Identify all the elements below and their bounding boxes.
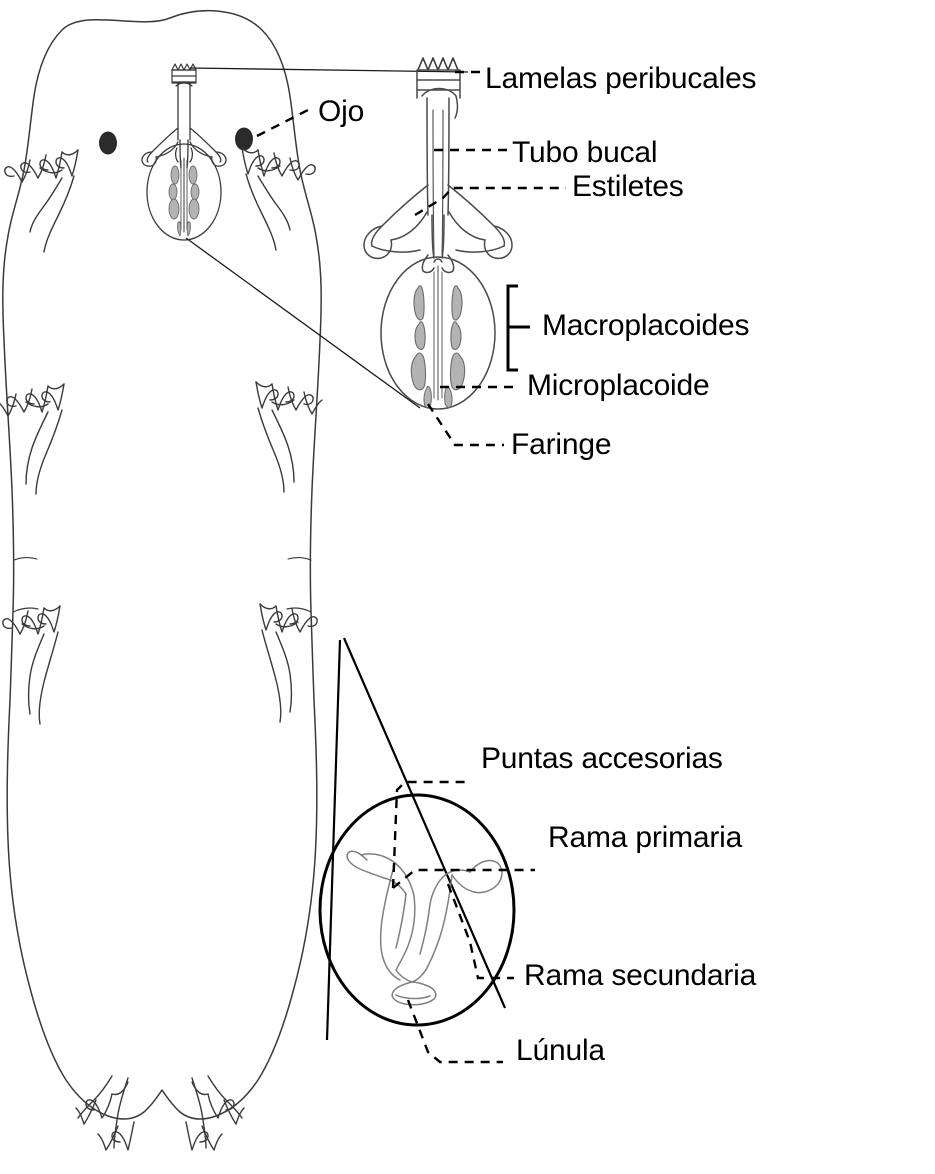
leg-3-left [2,605,61,725]
macroplacoides [410,285,466,391]
leader-faringe [426,403,504,447]
legs-group [0,147,323,1151]
claw-magnifier-circle [318,793,516,1027]
leader-ojo [256,108,309,138]
buccal-magnifier-connectors [185,67,469,409]
leader-rama-secundaria [446,883,514,980]
label-tubo-bucal: Tubo bucal [512,136,658,169]
label-estiletes: Estiletes [572,170,684,203]
leader-lunula [406,999,503,1064]
leader-rama-primaria [392,868,535,889]
eye-right-spot [235,127,253,151]
microplacoide [423,385,453,408]
leg-4-right [185,1075,245,1151]
leader-lines-claw [391,780,535,1064]
label-microplacoide: Microplacoide [527,369,710,402]
label-macroplacoides: Macroplacoides [542,309,750,342]
leader-puntas [391,780,468,889]
label-lamelas-peribucales: Lamelas peribucales [485,62,757,95]
macroplacoides-bracket [506,284,530,372]
pharynx-bulb [380,256,496,410]
leader-lines-upper [414,70,566,217]
label-puntas-accesorias: Puntas accesorias [481,742,723,775]
label-rama-secundaria: Rama secundaria [524,959,757,992]
leg-1-right [241,147,316,251]
buccal-apparatus-magnified [363,57,513,410]
claw-magnified [318,793,516,1027]
leg-2-right [255,381,323,493]
leg-3-right [259,603,318,723]
claw-magnifier-connectors [325,637,507,1041]
label-rama-primaria: Rama primaria [548,821,743,854]
leader-estiletes [414,186,566,217]
leg-4-left [75,1075,135,1151]
label-ojo: Ojo [318,95,365,128]
eye-left-spot [99,131,117,155]
leg-1-left [4,149,79,253]
tardigrade-body [2,10,322,1120]
buccal-apparatus-inset [141,63,227,241]
leader-lines-pharynx [426,385,518,447]
label-lunula: Lúnula [516,1034,605,1067]
label-faringe: Faringe [511,428,612,461]
leg-2-left [0,383,65,495]
